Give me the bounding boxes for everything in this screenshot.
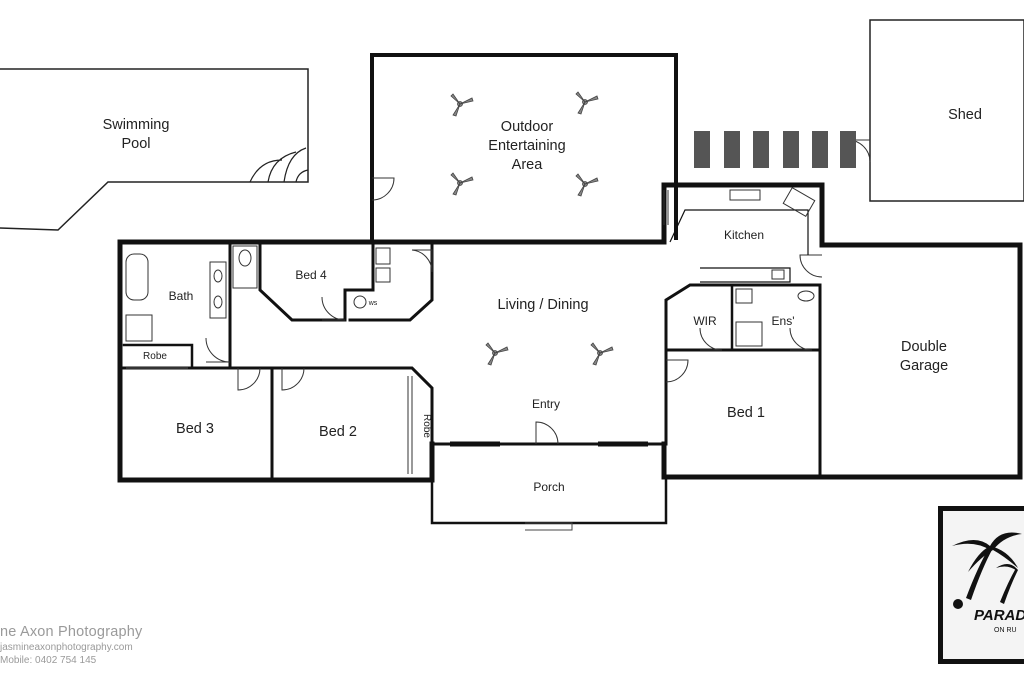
swimming-pool: Swimming Pool [0,68,309,231]
ws-label: ws [368,300,378,307]
bed1-label: Bed 1 [727,405,765,421]
garage-label-1: Double [901,339,947,355]
stepping-stones [694,131,856,168]
shower-icon [125,314,153,342]
laundry-door-icon [411,249,433,273]
wc-room [232,245,258,289]
bed4-door-icon [321,296,346,321]
palm-tree-icon [952,532,1022,604]
bed4-label: Bed 4 [295,268,327,282]
ensuite-label: Ens' [772,314,795,328]
kitchen-label: Kitchen [724,228,764,242]
bed3-door-icon [237,367,261,391]
logo-tagline: ON RU [994,627,1017,634]
bed2-robe: Robe [407,376,432,474]
basin-icon [213,295,223,309]
photographer-credit: ne Axon Photography [0,624,143,640]
wir-label: WIR [693,314,717,328]
outdoor-door-icon [371,177,395,201]
photographer-phone: Mobile: 0402 754 145 [0,655,97,666]
robe-bed2-label: Robe [421,414,432,438]
washer-icon [353,295,367,309]
ensuite-basin-icon [797,290,815,302]
bathroom: Bath Robe [125,245,258,369]
bed3-label: Bed 3 [176,421,214,437]
ceiling-fan-icon [450,172,474,196]
kitchen-side-window [663,190,669,225]
bath-label: Bath [169,289,194,303]
pool-label-1: Swimming [103,117,170,133]
cooktop-icon [782,187,816,217]
oven-icon [771,269,785,280]
ceiling-fan-icon [450,93,474,117]
shed: Shed [847,19,1024,202]
basin-icon [213,269,223,283]
hibiscus-icon [953,599,963,609]
vanity-icon [209,261,227,319]
porch-label: Porch [533,480,564,494]
outdoor-label-1: Outdoor [501,119,554,135]
ensuite-door-icon [789,327,813,351]
bathtub-icon [125,253,149,301]
bed4-area: Bed 4 ws [295,247,391,309]
ceiling-fan-icon [590,342,614,366]
ceiling-fans [450,91,614,366]
pool-steps [249,147,309,183]
wir-door-icon [699,327,723,351]
kitchen: Kitchen [669,187,816,283]
doors [205,177,823,445]
ensuite-toilet-icon [735,288,753,304]
entry-label: Entry [532,397,560,411]
pool-label-2: Pool [121,136,150,152]
shed-label: Shed [948,107,982,123]
house-walls [117,182,1023,483]
wir-ensuite: WIR Ens' [693,288,815,347]
photographer-url: jasmineaxonphotography.com [0,642,133,653]
laundry-toilet-icon [375,267,391,283]
robe-bath-label: Robe [143,351,167,362]
laundry-tub-icon [375,247,391,265]
ceiling-fan-icon [485,342,509,366]
ensuite-shower-icon [735,321,763,347]
logo-brand: PARAD [974,607,1024,624]
garage-label-2: Garage [900,358,948,374]
outdoor-label-3: Area [512,157,544,173]
bed2-label: Bed 2 [319,424,357,440]
bed2-door-icon [281,367,305,391]
double-garage: Double Garage [900,339,948,374]
outdoor-label-2: Entertaining [488,138,565,154]
ceiling-fan-icon [575,173,599,197]
porch: Porch [430,477,668,531]
ceiling-fan-icon [575,91,599,115]
living-label: Living / Dining [497,297,588,313]
bed1-door-icon [665,359,689,383]
kitchen-bench [700,267,791,283]
outdoor-entertaining-area: Outdoor Entertaining Area [370,53,678,240]
kitchen-door-icon [799,254,823,278]
bath-door-icon [205,337,231,363]
paradise-logo: PARAD ON RU [938,506,1024,664]
entry-door-icon [535,421,559,445]
windows [145,182,1023,483]
toilet-icon [238,249,252,267]
living-dining: Living / Dining Entry [497,297,588,411]
sink-icon [729,189,761,201]
